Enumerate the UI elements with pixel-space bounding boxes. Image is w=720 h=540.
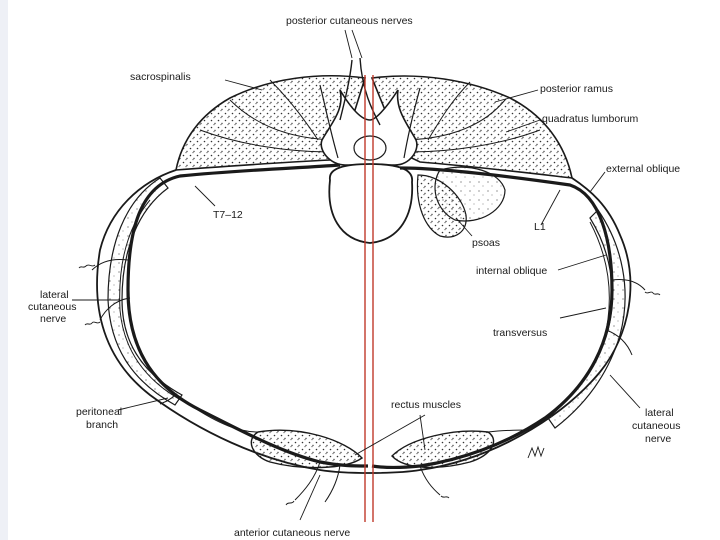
label-lateral-cutaneous-nerve-right: lateral cutaneous nerve [632,407,683,445]
labels: posterior cutaneous nerves sacrospinalis… [28,15,683,539]
skin-outline [96,169,632,474]
label-anterior-cutaneous-nerve: anterior cutaneous nerve [234,527,350,539]
label-lcn-right-line-1: lateral [645,407,674,419]
label-posterior-ramus: posterior ramus [540,83,613,95]
right-back-muscle [370,75,574,179]
right-muscle-layers [547,209,626,429]
psoas-muscle [416,174,467,238]
label-peritoneal-line-1: peritoneal [76,406,122,418]
label-external-oblique: external oblique [606,163,680,175]
vertebral-arch [320,89,418,166]
label-t7-12: T7–12 [213,209,243,221]
label-sacrospinalis: sacrospinalis [130,71,191,83]
leader-lines [72,29,641,521]
vertebral-body [328,163,414,244]
left-margin-strip [0,0,8,540]
thoracoabdominal-nerves [78,57,661,506]
label-posterior-cutaneous-nerves: posterior cutaneous nerves [286,15,413,27]
label-transversus: transversus [493,327,547,339]
label-peritoneal-line-2: branch [86,419,118,431]
abdominal-wall [96,169,632,474]
label-peritoneal-branch: peritoneal branch [76,406,125,431]
right-nerve-trunk [371,166,614,470]
label-psoas: psoas [472,237,500,249]
spinal-canal [353,135,387,161]
label-lcn-left-line-3: nerve [40,313,66,325]
midline-marker [364,75,374,522]
label-lcn-right-line-3: nerve [645,433,671,445]
label-lateral-cutaneous-nerve-left: lateral cutaneous nerve [28,289,79,325]
label-lcn-right-line-2: cutaneous [632,420,680,432]
label-lcn-left-line-1: lateral [40,289,69,301]
label-lcn-left-line-2: cutaneous [28,301,76,313]
left-back-muscle [175,74,367,171]
label-quadratus-lumborum: quadratus lumborum [542,113,639,125]
label-internal-oblique: internal oblique [476,265,547,277]
label-rectus-muscles: rectus muscles [391,399,461,411]
left-rectus-muscle [250,429,364,469]
artist-signature [527,445,545,459]
left-muscle-layers [107,177,183,406]
left-nerve-trunk [126,163,369,468]
label-l1: L1 [534,221,546,233]
vertebra [320,89,418,244]
